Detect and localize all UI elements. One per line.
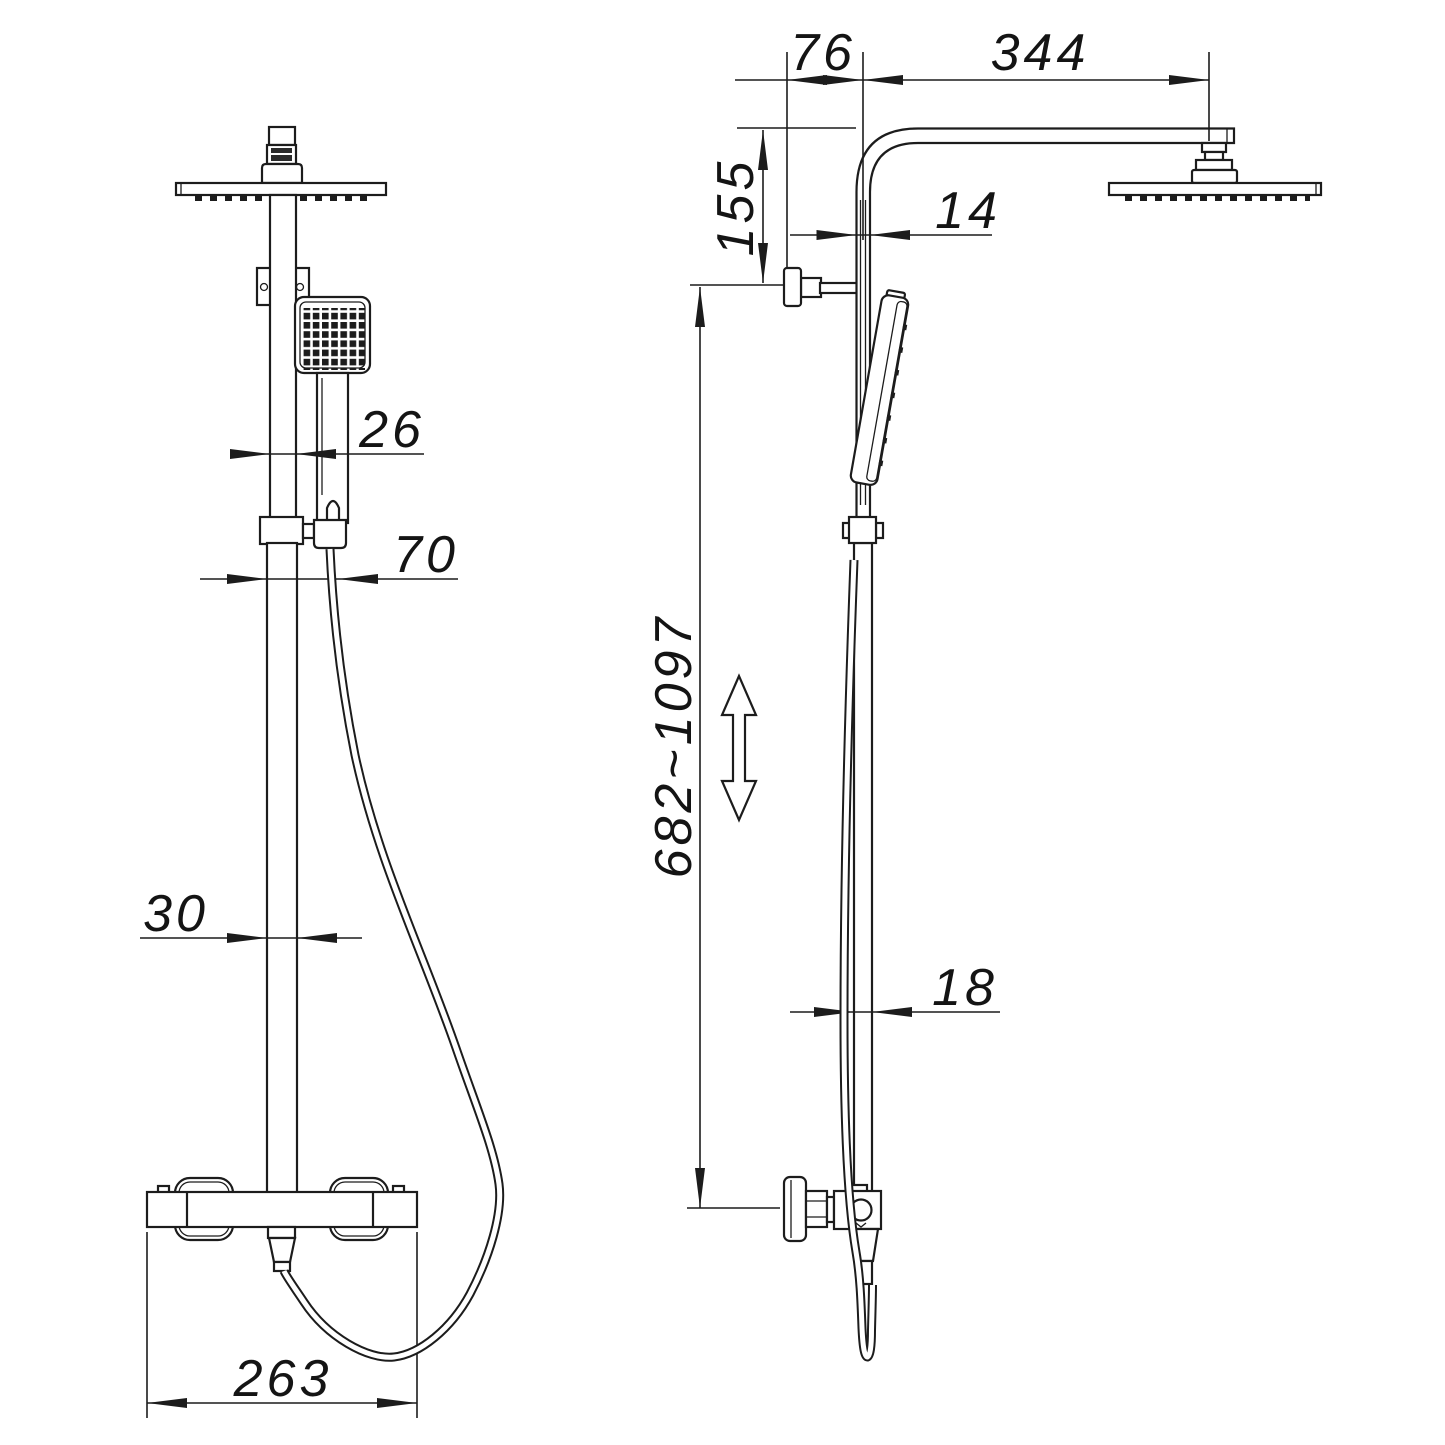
dim-arrow bbox=[296, 449, 336, 459]
mixer-valve-side bbox=[782, 1175, 883, 1286]
knob-mark bbox=[855, 1222, 867, 1228]
handle-inlet-cone bbox=[325, 499, 341, 521]
wall-flange bbox=[782, 1175, 808, 1243]
shower-plate-side bbox=[1107, 181, 1323, 197]
shower-plate bbox=[174, 181, 388, 197]
dim-arrow bbox=[870, 230, 910, 240]
dim-26: 26 bbox=[230, 401, 425, 459]
dim-155-label: 155 bbox=[707, 158, 765, 257]
adjustable-double-arrow bbox=[720, 673, 758, 823]
slider-assembly-front bbox=[258, 515, 348, 550]
bracket-block bbox=[799, 276, 823, 299]
ball-joint-neck bbox=[1203, 150, 1225, 162]
spray-dots bbox=[876, 307, 911, 478]
dim-30: 30 bbox=[140, 885, 362, 943]
hose-core bbox=[281, 548, 503, 1360]
dim-26-label: 26 bbox=[358, 401, 425, 459]
holder-connector bbox=[301, 522, 316, 540]
dim-arrow bbox=[872, 1007, 912, 1017]
clamp-body bbox=[847, 515, 878, 545]
ball-joint-nut bbox=[1200, 141, 1228, 154]
dim-arrow bbox=[787, 75, 827, 85]
wall-bracket-side bbox=[782, 266, 860, 308]
dim-344-label: 344 bbox=[991, 24, 1090, 82]
head-base-upper bbox=[1194, 158, 1234, 172]
dim-14-label: 14 bbox=[935, 182, 1001, 240]
dim-263-label: 263 bbox=[233, 1350, 333, 1408]
shower-hose-side bbox=[839, 559, 877, 1362]
bracket-wall-plate bbox=[782, 266, 803, 308]
dim-682-1097-label: 682~1097 bbox=[645, 614, 703, 879]
head-base-lower bbox=[1190, 168, 1239, 185]
slider-clamp bbox=[258, 515, 305, 546]
shower-arm-and-upper-tube bbox=[855, 127, 1236, 520]
dim-30-label: 30 bbox=[143, 885, 209, 943]
bracket-screw-hole bbox=[259, 282, 269, 292]
mixer-valve-front bbox=[145, 1176, 419, 1273]
riser-upper-tube-front bbox=[268, 193, 298, 522]
dim-arrow bbox=[227, 574, 267, 584]
riser-lower-tube-side bbox=[852, 541, 874, 1194]
dim-arrow bbox=[227, 933, 267, 943]
side-view: 76 344 155 14 682~1097 bbox=[645, 24, 1323, 1362]
dim-18-label: 18 bbox=[932, 959, 998, 1017]
connector-top-block bbox=[267, 125, 297, 147]
mixer-outlet-collar bbox=[266, 1225, 297, 1240]
dim-76-label: 76 bbox=[790, 24, 856, 82]
dim-arrow bbox=[758, 130, 768, 170]
dim-arrow bbox=[338, 574, 378, 584]
hose-nut bbox=[272, 1260, 292, 1273]
connector-base bbox=[260, 162, 304, 185]
spray-grid bbox=[303, 308, 365, 370]
dim-arrow bbox=[1169, 75, 1209, 85]
slider-clamp-side bbox=[841, 515, 885, 545]
rain-shower-head-side bbox=[1107, 141, 1323, 201]
overhead-connector bbox=[260, 125, 304, 185]
hose-outline bbox=[279, 548, 505, 1362]
dim-arrow bbox=[695, 287, 705, 327]
dim-70-label: 70 bbox=[393, 526, 459, 584]
shower-hose-front bbox=[279, 548, 505, 1362]
front-view: 26 70 30 263 bbox=[140, 125, 505, 1418]
nozzle-row-side bbox=[1123, 195, 1310, 201]
mixer-outlet-cone bbox=[267, 1236, 297, 1264]
dim-arrow bbox=[863, 75, 903, 85]
dim-arrow bbox=[816, 230, 857, 240]
dim-682-1097: 682~1097 bbox=[645, 287, 780, 1209]
valve-body bbox=[832, 1189, 883, 1231]
bracket-arm bbox=[818, 281, 860, 295]
dim-14: 14 bbox=[790, 182, 1001, 240]
hex-nut bbox=[804, 1189, 829, 1229]
dim-arrow bbox=[823, 75, 863, 85]
handle-holder bbox=[312, 518, 348, 550]
riser-lower-tube-front bbox=[265, 541, 299, 1195]
dim-263: 263 bbox=[146, 1232, 418, 1418]
dim-arrow bbox=[758, 243, 768, 283]
bracket-screw-hole bbox=[295, 282, 305, 292]
nut-knurl-band bbox=[271, 148, 292, 153]
nut-knurl-band bbox=[271, 155, 292, 161]
dim-arrow bbox=[297, 933, 337, 943]
dim-arrow bbox=[147, 1398, 187, 1408]
dim-155: 155 bbox=[690, 127, 856, 286]
dim-arrow bbox=[230, 449, 270, 459]
hand-shower-side bbox=[849, 289, 911, 486]
dim-76-344: 76 344 bbox=[735, 24, 1210, 268]
dim-arrow bbox=[695, 1168, 705, 1208]
connector-union-nut bbox=[265, 143, 298, 166]
dim-arrow bbox=[377, 1398, 417, 1408]
hose-core bbox=[841, 559, 875, 1360]
dim-arrow bbox=[814, 1007, 854, 1017]
dim-18: 18 bbox=[790, 959, 1000, 1017]
